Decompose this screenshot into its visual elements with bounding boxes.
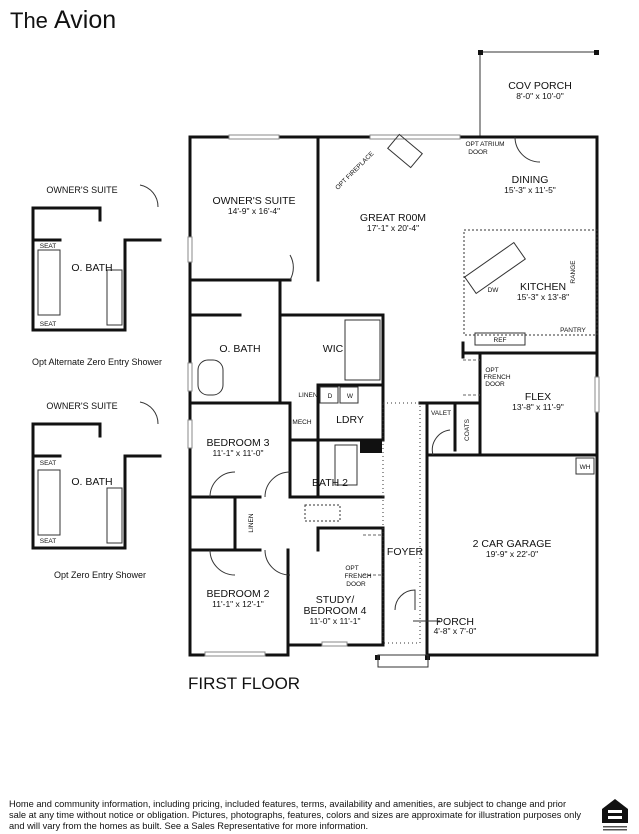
study-label-2: BEDROOM 4 xyxy=(303,605,366,617)
range-label: RANGE xyxy=(570,260,577,284)
garage-label: 2 CAR GARAGE xyxy=(473,538,552,550)
dishwasher-label: DW xyxy=(488,287,500,294)
study-door-label: OPT xyxy=(345,565,358,572)
title-name: Avion xyxy=(54,6,117,34)
bedroom3-label: BEDROOM 3 xyxy=(206,437,269,449)
equal-housing-logo-icon xyxy=(602,799,628,831)
atrium-door-label-2: DOOR xyxy=(468,149,488,156)
cov-porch-label: COV PORCH xyxy=(508,80,572,92)
bedroom2-label: BEDROOM 2 xyxy=(206,588,269,600)
linen-label: LINEN xyxy=(298,392,317,399)
floor-label: FIRST FLOOR xyxy=(188,674,301,693)
kitchen-label: KITCHEN xyxy=(520,281,566,293)
foyer-label: FOYER xyxy=(387,546,424,558)
cov-porch-outline xyxy=(478,50,599,137)
porch-label: PORCH xyxy=(436,616,474,628)
mech-label: MECH xyxy=(292,419,311,426)
disclaimer: Home and community information, includin… xyxy=(9,799,582,831)
flex-label: FLEX xyxy=(525,391,551,403)
coats-label: COATS xyxy=(464,418,471,441)
flex-door-label-2: FRENCH xyxy=(483,374,510,381)
plan-title: The Avion xyxy=(10,6,116,35)
owners-bath-label: O. BATH xyxy=(219,343,260,355)
owners-suite-label: OWNER'S SUITE xyxy=(212,195,295,207)
inset1-caption: Opt Alternate Zero Entry Shower xyxy=(32,357,162,367)
fixtures xyxy=(197,133,598,668)
flex-dims: 13'-8" x 11'-9" xyxy=(512,402,564,412)
study-dims: 11'-0" x 11'-1" xyxy=(309,616,360,626)
dryer-label: D xyxy=(328,393,333,400)
dining-label: DINING xyxy=(512,174,549,186)
inset-zero-entry: OWNER'S SUITE SEAT O. BATH SEAT Opt Zero… xyxy=(31,401,162,580)
study-door-label-3: DOOR xyxy=(346,581,366,588)
interior-walls xyxy=(188,135,599,660)
great-room-label: GREAT R00M xyxy=(360,212,426,224)
kitchen-dims: 15'-3" x 13'-8" xyxy=(517,292,569,302)
linen-closet-label: LINEN xyxy=(248,513,255,532)
owners-suite-dims: 14'-9" x 16'-4" xyxy=(228,206,280,216)
study-label: STUDY/ xyxy=(316,594,355,606)
flex-door-label: OPT xyxy=(485,367,498,374)
dining-dims: 15'-3" x 11'-5" xyxy=(504,185,556,195)
inset2-seat-label-2: SEAT xyxy=(40,538,57,545)
inset1-seat-label-2: SEAT xyxy=(40,321,57,328)
bedroom3-dims: 11'-1" x 11'-0" xyxy=(212,448,263,458)
inset1-seat-label: SEAT xyxy=(40,243,57,250)
inset2-bath-label: O. BATH xyxy=(71,476,112,488)
bedroom2-dims: 11'-1" x 12'-1" xyxy=(212,599,264,609)
washer-label: W xyxy=(347,393,354,400)
bath2-label: BATH 2 xyxy=(312,477,348,489)
study-door-label-2: FRENCH xyxy=(344,573,371,580)
cov-porch-dims: 8'-0" x 10'-0" xyxy=(516,91,564,101)
garage-dims: 19'-9" x 22'-0" xyxy=(486,549,538,559)
pantry-label: PANTRY xyxy=(560,327,586,334)
title-prefix: The xyxy=(10,8,48,33)
flex-door-label-3: DOOR xyxy=(485,381,505,388)
inset2-seat-label: SEAT xyxy=(40,460,57,467)
inset1-bath-label: O. BATH xyxy=(71,262,112,274)
inset2-suite-label: OWNER'S SUITE xyxy=(46,401,117,411)
wic-label: WIC xyxy=(323,343,344,355)
inset-alternate-zero-entry: OWNER'S SUITE SEAT O. BATH SEAT Opt Alte… xyxy=(31,184,162,367)
fireplace-label: OPT FIREPLACE xyxy=(334,150,376,192)
inset1-suite-label: OWNER'S SUITE xyxy=(46,185,117,195)
refrigerator-label: REF xyxy=(494,337,507,344)
inset2-caption: Opt Zero Entry Shower xyxy=(54,570,146,580)
porch-dims: 4'-8" x 7'-0" xyxy=(434,626,477,636)
laundry-label: LDRY xyxy=(336,414,364,426)
windows xyxy=(187,134,600,657)
water-heater-label: WH xyxy=(580,464,591,471)
atrium-door-label: OPT ATRIUM xyxy=(465,141,504,148)
great-room-dims: 17'-1" x 20'-4" xyxy=(367,223,419,233)
valet-label: VALET xyxy=(431,410,451,417)
door-swings xyxy=(209,136,541,611)
